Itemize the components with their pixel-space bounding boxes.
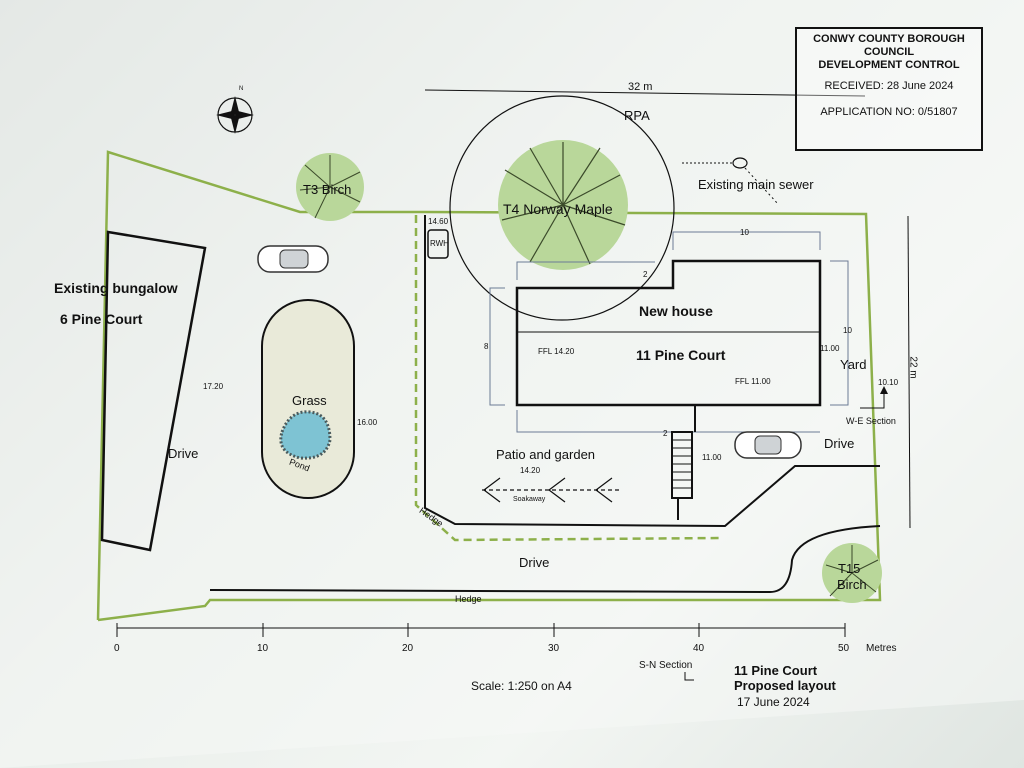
existing-bungalow-outline bbox=[100, 230, 207, 552]
t15-label-b: Birch bbox=[837, 577, 867, 592]
rwh-label: RWH bbox=[430, 239, 449, 248]
dim-steps: 2 bbox=[663, 429, 668, 438]
drive-left-label: Drive bbox=[168, 446, 199, 461]
dim-house-width: 10 bbox=[740, 228, 749, 237]
rpa-label: RPA bbox=[624, 108, 650, 123]
north-compass-icon bbox=[216, 96, 254, 134]
we-arrow-head bbox=[880, 386, 888, 394]
title-line1: 11 Pine Court bbox=[734, 663, 818, 678]
site-boundary bbox=[96, 150, 882, 622]
dim-line-32m bbox=[424, 89, 866, 97]
existing-bungalow-label: Existing bungalow bbox=[54, 280, 178, 296]
existing-address-label: 6 Pine Court bbox=[60, 311, 143, 327]
yard-label: Yard bbox=[840, 357, 867, 372]
level-1100-house: 11.00 bbox=[820, 344, 840, 353]
car-right bbox=[734, 431, 802, 459]
dim-house-right: 10 bbox=[843, 326, 852, 335]
scale-label: Scale: 1:250 on A4 bbox=[471, 679, 572, 693]
we-section-label: W-E Section bbox=[846, 416, 896, 426]
stamp-application: APPLICATION NO: 0/51807 bbox=[820, 106, 958, 118]
scale-tick-30: 30 bbox=[548, 643, 560, 654]
rpa-circle bbox=[449, 95, 675, 321]
drive-edge-upper bbox=[424, 215, 880, 528]
title-line2: Proposed layout bbox=[734, 678, 836, 693]
dim-line-22m bbox=[907, 215, 911, 529]
scale-unit: Metres bbox=[866, 643, 897, 654]
new-house-outline bbox=[515, 259, 822, 407]
level-1420: 14.20 bbox=[520, 466, 541, 475]
level-1100-drive: 11.00 bbox=[702, 453, 722, 462]
stamp-line2: COUNCIL bbox=[863, 46, 915, 58]
grass-label: Grass bbox=[292, 393, 327, 408]
new-house-label: New house bbox=[639, 303, 713, 319]
sn-section-arrow bbox=[684, 672, 694, 681]
patio-label: Patio and garden bbox=[496, 447, 596, 462]
level-1720: 17.20 bbox=[203, 382, 224, 391]
house-address-label: 11 Pine Court bbox=[636, 347, 726, 363]
soakaway-label: Soakaway bbox=[513, 496, 546, 503]
soakaway-arrows bbox=[482, 477, 620, 503]
council-stamp: CONWY COUNTY BOROUGH COUNCIL DEVELOPMENT… bbox=[795, 27, 983, 151]
sn-section-label: S-N Section bbox=[639, 660, 693, 671]
steps bbox=[671, 405, 696, 520]
level-1600: 16.00 bbox=[357, 418, 378, 427]
drive-right-label: Drive bbox=[824, 436, 855, 451]
tree-t15 bbox=[822, 543, 882, 603]
drive-bottom-label: Drive bbox=[519, 555, 550, 570]
dim-notch: 2 bbox=[643, 270, 648, 279]
level-1010: 10.10 bbox=[878, 378, 899, 387]
we-section-arrow bbox=[860, 392, 885, 409]
dim-32m: 32 m bbox=[628, 81, 653, 93]
stamp-line3: DEVELOPMENT CONTROL bbox=[818, 59, 960, 71]
dimension-lines bbox=[489, 231, 849, 433]
drive-edge-lower bbox=[209, 525, 881, 594]
tree-t3 bbox=[296, 153, 364, 221]
dividing-hedge bbox=[414, 215, 723, 542]
scale-tick-40: 40 bbox=[693, 643, 705, 654]
dim-house-left: 8 bbox=[484, 342, 489, 351]
t4-label: T4 Norway Maple bbox=[503, 201, 613, 217]
hedge-label-bottom: Hedge bbox=[455, 594, 482, 604]
ffl-upper: FFL 14.20 bbox=[538, 347, 575, 356]
north-label: N bbox=[239, 86, 244, 92]
pond bbox=[279, 410, 332, 460]
scale-tick-20: 20 bbox=[402, 643, 414, 654]
t3-label: T3 Birch bbox=[303, 182, 352, 197]
level-1460: 14.60 bbox=[428, 217, 449, 226]
scale-tick-50: 50 bbox=[838, 643, 850, 654]
sewer-label: Existing main sewer bbox=[698, 177, 814, 192]
scale-tick-10: 10 bbox=[257, 643, 269, 654]
tree-t4 bbox=[498, 140, 628, 270]
rwh-tank bbox=[427, 229, 449, 259]
stamp-line1: CONWY COUNTY BOROUGH bbox=[813, 33, 965, 45]
car-left bbox=[257, 245, 329, 273]
sewer-marker bbox=[682, 157, 779, 205]
scale-tick-0: 0 bbox=[114, 643, 120, 654]
title-date: 17 June 2024 bbox=[737, 695, 810, 709]
ffl-lower: FFL 11.00 bbox=[735, 377, 771, 386]
scale-bar bbox=[116, 623, 846, 637]
stamp-received: RECEIVED: 28 June 2024 bbox=[824, 80, 954, 92]
dim-22m: 22 m bbox=[907, 356, 919, 379]
t15-label-a: T15 bbox=[838, 561, 861, 576]
